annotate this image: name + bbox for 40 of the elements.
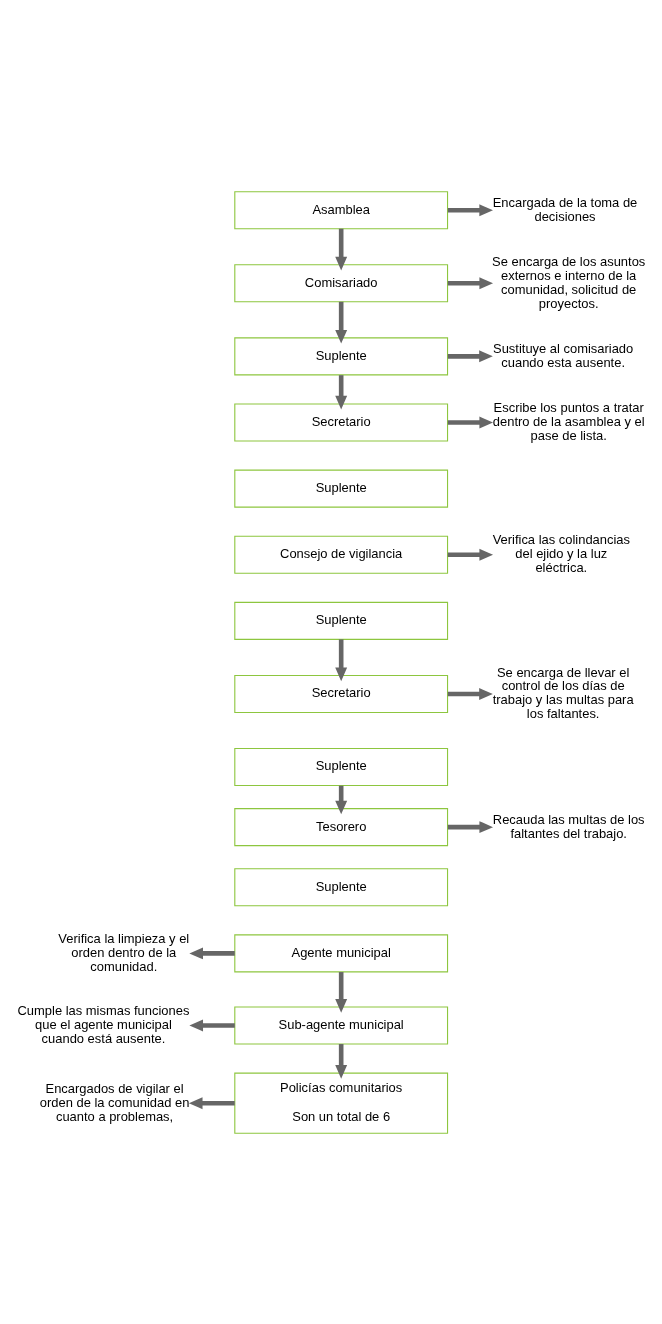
arrow	[447, 548, 494, 561]
node-text: Se encarga de los asuntos externos e interno de la comunidad, solicitud de proyectos.	[492, 253, 646, 310]
arrow	[335, 301, 348, 344]
node-text: Encargados de vigilar el orden de la comunidad en cuanto a problemas,	[39, 1080, 190, 1124]
arrow	[189, 946, 235, 959]
node-box: Consejo de vigilancia	[234, 535, 449, 574]
node-box: Sub-agente municipal	[234, 1006, 449, 1045]
arrow	[188, 1096, 235, 1109]
arrow	[189, 1019, 235, 1031]
arrow	[447, 416, 493, 428]
node-box: Suplente	[234, 336, 449, 375]
node-box: Policías comunitarios Son un total de 6	[234, 1072, 449, 1134]
arrow	[447, 203, 493, 216]
node-box: Suplente	[234, 867, 449, 906]
node-box: Agente municipal	[234, 933, 449, 972]
arrow	[447, 687, 493, 700]
node-text: Escribe los puntos a tratar dentro de la asamblea y el pase de lista.	[492, 399, 645, 443]
node-box: Suplente	[234, 601, 449, 640]
node-box: Asamblea	[234, 190, 449, 229]
node-text: Verifica la limpieza y el orden dentro de la comunidad.	[58, 930, 190, 974]
node-text: Sustituye al comisariado cuando esta ausente.	[493, 340, 634, 370]
arrow	[447, 349, 493, 362]
node-text: Verifica las colindancias del ejido y la luz eléctrica.	[492, 531, 630, 575]
node-box: Tesorero	[234, 807, 449, 846]
arrow	[335, 971, 348, 1013]
node-box: Suplente	[234, 469, 449, 508]
arrow	[447, 276, 494, 289]
node-text: Encargada de la toma de decisiones	[492, 194, 638, 224]
arrow	[335, 228, 348, 270]
node-box: Comisariado	[234, 263, 449, 302]
node-box: Secretario	[234, 402, 449, 442]
node-text: Recauda las multas de los faltantes del trabajo.	[492, 811, 645, 840]
arrow	[335, 374, 348, 409]
arrow	[447, 820, 494, 833]
arrow	[335, 1043, 348, 1079]
node-box: Secretario	[234, 674, 449, 713]
node-box: Suplente	[234, 747, 449, 786]
arrow	[335, 638, 348, 681]
node-text: Cumple las mismas funciones que el agente municipal cuando está ausente.	[17, 1002, 190, 1046]
node-text: Se encarga de llevar el control de los días de trabajo y las multas para los faltantes.	[492, 664, 634, 721]
